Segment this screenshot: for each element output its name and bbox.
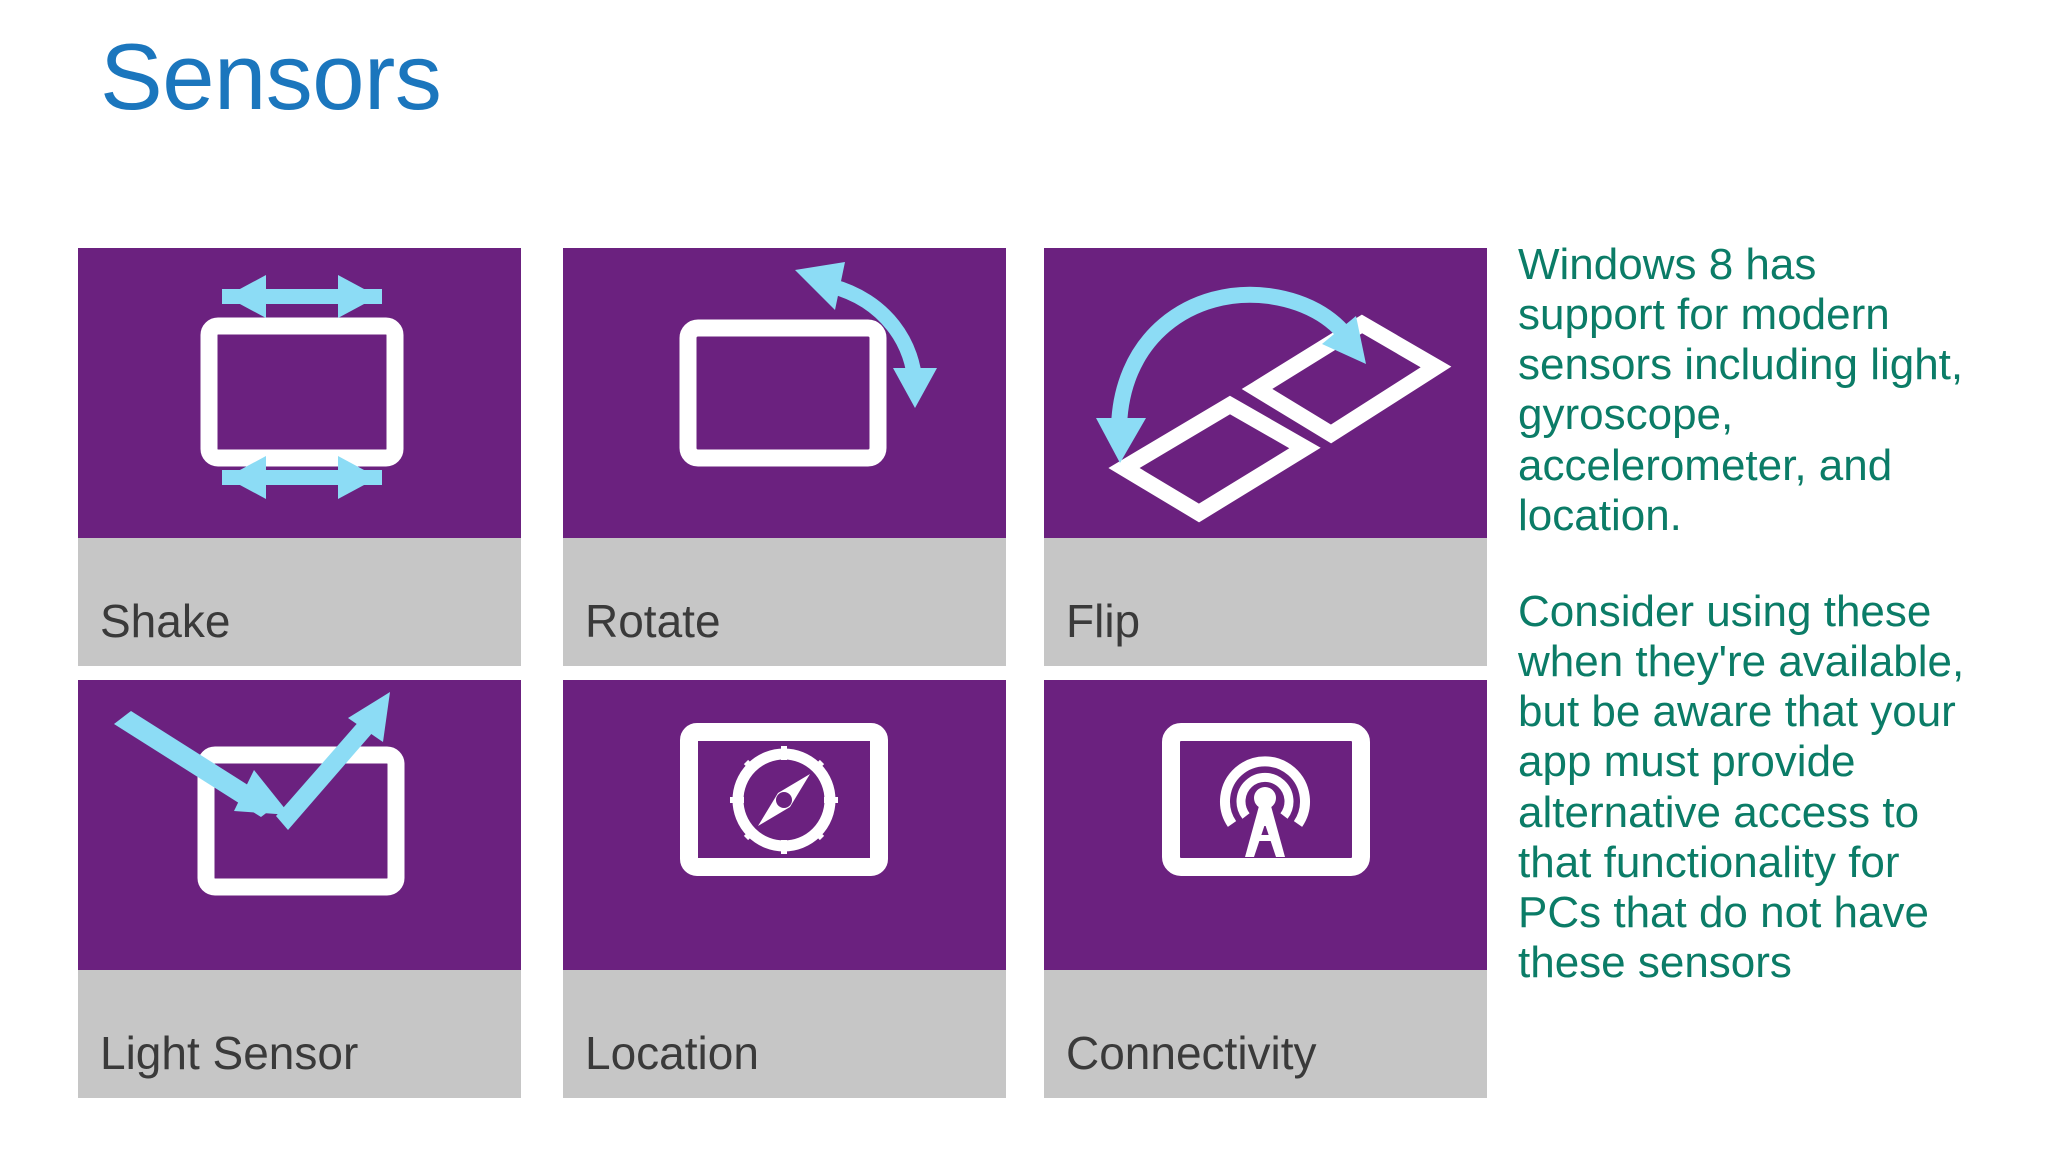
tile-rotate-label: Rotate [585,595,721,647]
side-copy-paragraph-2: Consider using these when they're availa… [1518,586,1965,988]
page-title: Sensors [100,24,442,129]
tile-light-sensor[interactable]: Light Sensor [78,680,521,1098]
rotate-device-icon [679,262,937,467]
tile-location-art [563,680,1006,970]
tile-rotate[interactable]: Rotate [563,248,1006,666]
tile-rotate-label-bar: Rotate [563,538,1006,666]
tile-flip[interactable]: Flip [1044,248,1487,666]
compass-icon [680,723,888,876]
tile-light-sensor-art [78,680,521,970]
tile-connectivity-art [1044,680,1487,970]
tile-flip-label-bar: Flip [1044,538,1487,666]
tile-location[interactable]: Location [563,680,1006,1098]
tile-connectivity[interactable]: Connectivity [1044,680,1487,1098]
flip-device-icon [1096,286,1452,523]
tile-location-label-bar: Location [563,970,1006,1098]
tile-connectivity-label: Connectivity [1066,1027,1317,1079]
tile-light-sensor-label-bar: Light Sensor [78,970,521,1098]
shake-device-icon [200,275,404,499]
side-copy-block: Windows 8 has support for modern sensors… [1518,240,1968,988]
tile-shake[interactable]: Shake [78,248,521,666]
tile-shake-label: Shake [100,595,231,647]
tile-shake-art [78,248,521,538]
light-sensor-icon [114,692,405,896]
tile-flip-art [1044,248,1487,538]
tile-light-sensor-label: Light Sensor [100,1027,359,1079]
tile-connectivity-label-bar: Connectivity [1044,970,1487,1098]
side-copy-paragraph-1: Windows 8 has support for modern sensors… [1518,240,1964,540]
tile-flip-label: Flip [1066,595,1141,647]
tile-location-label: Location [585,1027,759,1079]
tile-shake-label-bar: Shake [78,538,521,666]
broadcast-tower-icon [1162,723,1370,876]
tile-rotate-art [563,248,1006,538]
